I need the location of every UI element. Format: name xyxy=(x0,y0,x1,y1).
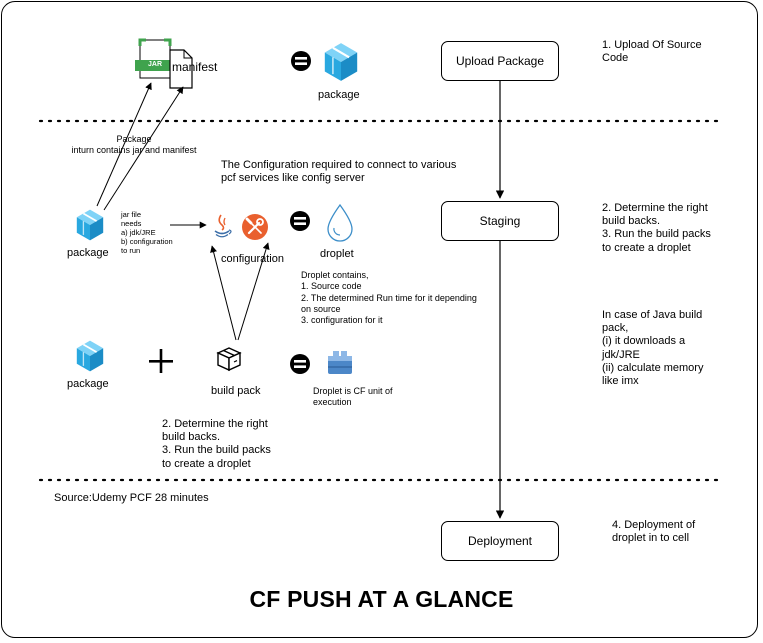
configuration-icon xyxy=(242,214,268,240)
note-deployment: 4. Deployment of droplet in to cell xyxy=(612,519,696,545)
step-label: Staging xyxy=(479,214,521,228)
step-label: Upload Package xyxy=(455,54,545,68)
package-icon xyxy=(75,208,105,242)
droplet-label: droplet xyxy=(320,248,354,260)
configuration-label: configuration xyxy=(221,253,284,265)
arrow-buildpack-to-configuration xyxy=(237,242,270,341)
build-pack-label: build pack xyxy=(211,385,261,397)
buildpack-steps-note: 2. Determine the right build backs. 3. R… xyxy=(162,418,271,470)
package-icon xyxy=(323,42,359,82)
equals-icon xyxy=(291,51,311,71)
upload-package-step: Upload Package xyxy=(441,41,559,81)
plus-icon xyxy=(149,349,173,373)
arrow-package-to-manifest xyxy=(103,86,184,211)
configuration-note: The Configuration required to connect to… xyxy=(221,159,457,185)
deployment-step: Deployment xyxy=(441,521,559,561)
note-upload: 1. Upload Of Source Code xyxy=(602,39,702,65)
droplet-unit-note: Droplet is CF unit of execution xyxy=(313,386,393,408)
jar-label: JAR xyxy=(148,61,163,68)
lego-droplet-icon xyxy=(328,351,352,374)
package-label: package xyxy=(318,89,360,101)
equals-icon xyxy=(290,354,310,374)
manifest-doc-icon xyxy=(169,49,193,89)
arrow-buildpack-to-java xyxy=(210,245,237,341)
java-icon xyxy=(214,214,232,238)
step-label: Deployment xyxy=(467,534,533,548)
droplet-contents-note: Droplet contains, 1. Source code 2. The … xyxy=(301,270,477,325)
package-icon xyxy=(75,339,105,373)
package-label: package xyxy=(67,247,109,259)
package-contents-note: Package inturn contains jar and manifest xyxy=(71,134,197,156)
note-staging: 2. Determine the right build backs. 3. R… xyxy=(602,202,711,254)
arrow-package-to-jar xyxy=(96,82,152,207)
droplet-icon xyxy=(327,203,353,242)
equals-icon xyxy=(290,211,310,231)
staging-step: Staging xyxy=(441,201,559,241)
jar-needs-note: jar file needs a) jdk/JRE b) configurati… xyxy=(121,210,173,255)
package-label: package xyxy=(67,378,109,390)
build-pack-icon xyxy=(216,347,242,372)
jar-icon xyxy=(135,38,175,79)
note-java-buildpack: In case of Java build pack, (i) it downl… xyxy=(602,309,704,387)
diagram-title: CF PUSH AT A GLANCE xyxy=(249,586,514,612)
manifest-label: manifest xyxy=(172,60,218,74)
source-credit: Source:Udemy PCF 28 minutes xyxy=(54,492,209,504)
